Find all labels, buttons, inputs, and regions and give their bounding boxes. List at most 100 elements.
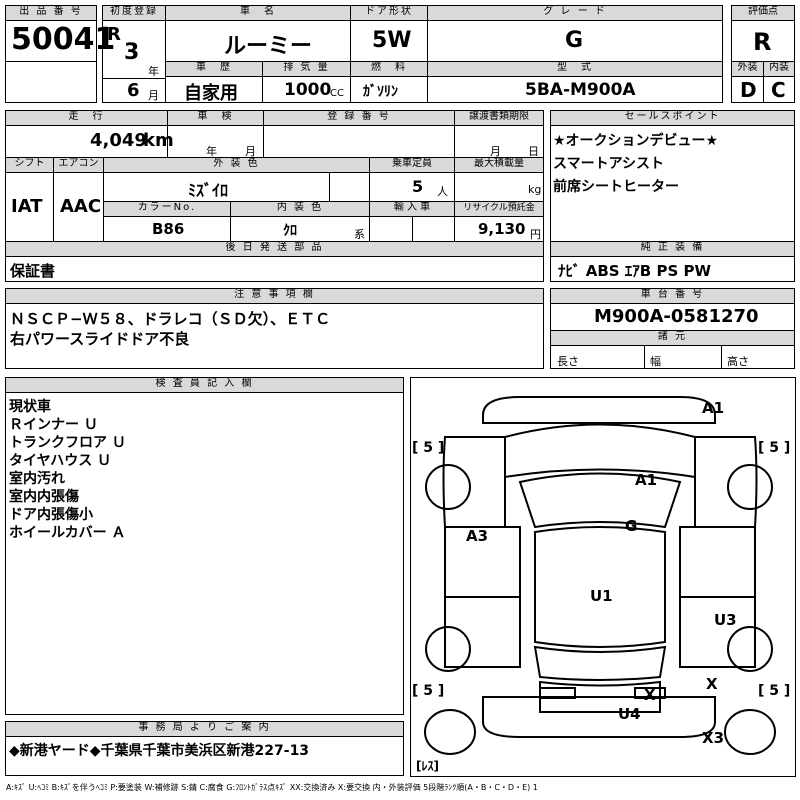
notes-line-2: 右パワースライドドア不良 [10, 330, 190, 348]
reg-year: 3 [124, 40, 140, 65]
car-name-header: 車 名 [165, 5, 351, 21]
right-front-door [679, 526, 756, 598]
inspection-month-unit: 月 [245, 145, 256, 158]
mileage-unit: km [143, 130, 174, 151]
later-parts-cell [5, 256, 544, 282]
ac-header: エアコン [53, 157, 104, 173]
mark-u4: U4 [618, 705, 641, 723]
width-label: 幅 [650, 355, 661, 368]
equipment: ﾅﾋﾞ ABS ｴｱB PS PW [558, 262, 712, 280]
int-color-header: 内 装 色 [230, 201, 370, 217]
inspector-line-5: 室内汚れ [9, 471, 65, 487]
inspector-line-2: Ｒインナー Ｕ [9, 417, 98, 433]
damage-diagram-frame [410, 377, 796, 777]
interior-cell [763, 76, 795, 103]
mark-a1-roof: A1 [635, 471, 658, 489]
displacement: 1000 [284, 80, 332, 100]
inspector-line-7: ドア内張傷小 [9, 507, 93, 523]
month-unit: 月 [148, 89, 159, 102]
ac: AAC [60, 196, 102, 217]
lot-no: 50041 [11, 22, 116, 57]
lot-no-blank [5, 61, 97, 103]
history-header: 車 歴 [165, 61, 263, 77]
import-cell-b [412, 216, 455, 242]
inspector-cell [5, 392, 404, 715]
transfer-month-unit: 月 [490, 145, 501, 158]
recycle-fee: 9,130 [478, 220, 526, 238]
displacement-header: 排 気 量 [262, 61, 351, 77]
recycle-unit: 円 [530, 228, 541, 241]
shift-header: シフト [5, 157, 54, 173]
office-text: ◆新港ヤード◆千葉県千葉市美浜区新港227-13 [9, 743, 310, 759]
later-parts: 保証書 [10, 262, 56, 280]
load-header: 最大積載量 [454, 157, 544, 173]
first-reg-header: 初度登録 [102, 5, 166, 21]
car-outline-svg [424, 396, 776, 755]
score-header: 評価点 [731, 5, 795, 21]
lot-no-header: 出 品 番 号 [5, 5, 97, 21]
notes-cell [5, 303, 544, 369]
shift: IAT [11, 196, 43, 217]
fuel-header: 燃 料 [350, 61, 428, 77]
int-color-unit: 系 [354, 228, 365, 241]
first-reg-divider [102, 78, 166, 79]
left-rear-door [444, 596, 521, 668]
import-cell [369, 216, 413, 242]
back-door [539, 680, 661, 713]
rear-lamp-left [539, 687, 576, 699]
chassis-header: 車 台 番 号 [550, 288, 795, 304]
tire-rear-left [425, 626, 471, 672]
inspector-line-8: ホイールカバー Ａ [9, 525, 126, 541]
right-rear-door [679, 596, 756, 668]
capacity-header: 乗車定員 [369, 157, 455, 173]
recycle-header: リサイクル預託金 [454, 201, 544, 217]
rear-lamp-right [634, 687, 666, 699]
inspection-year-unit: 年 [206, 145, 217, 158]
inspector-line-6: 室内内張傷 [9, 489, 79, 505]
reg-month: 6 [127, 80, 140, 101]
tire-score-front-left: [ 5 ] [412, 440, 445, 456]
capacity-unit: 人 [437, 185, 448, 198]
chassis-no: M900A-0581270 [594, 306, 759, 327]
roof [534, 526, 666, 648]
mark-x3: X3 [702, 729, 725, 747]
notes-line-1: ＮＳＣＰ−Ｗ５８、ドラレコ（ＳＤ欠）、ＥＴＣ [10, 310, 331, 328]
legend: A:ｷｽﾞ U:ﾍｺﾐ B:ｷｽﾞを伴うﾍｺﾐ P:要塗装 W:補修跡 S:錆 … [6, 783, 538, 792]
inspector-line-1: 現状車 [9, 399, 51, 415]
interior-score: C [771, 78, 786, 102]
grade: G [565, 28, 584, 53]
office-cell [5, 736, 404, 776]
transfer-day-unit: 日 [528, 145, 539, 158]
model: 5BA-M900A [525, 80, 636, 100]
color-no-header: カラーNo. [103, 201, 231, 217]
int-color-cell [230, 216, 370, 242]
front-bumper [482, 396, 716, 424]
sales-line-2: スマートアシスト [553, 156, 665, 172]
reg-no-header: 登 録 番 号 [263, 110, 455, 126]
capacity: 5 [412, 177, 424, 196]
import-header: 輸 入 車 [369, 201, 455, 217]
tire-rear-right [727, 626, 773, 672]
mark-a1-front: A1 [702, 399, 725, 417]
sales-point-header: セールスポイント [550, 110, 795, 126]
inspection-header: 車 検 [167, 110, 264, 126]
inspector-line-4: タイヤハウス Ｕ [9, 453, 112, 469]
height-label: 高さ [727, 355, 749, 368]
history: 自家用 [184, 83, 238, 104]
color-header: 外 装 色 [103, 157, 370, 173]
hood [504, 423, 696, 479]
fuel: ｶﾞｿﾘﾝ [363, 84, 398, 100]
tire-score-front-right: [ 5 ] [758, 440, 791, 456]
dims-header: 諸 元 [550, 330, 795, 346]
mark-g: G [625, 517, 638, 535]
interior-color: ｸﾛ [283, 223, 297, 239]
interior-header: 内装 [763, 61, 795, 77]
door-header: ドア形状 [350, 5, 428, 21]
rear-bumper [482, 696, 716, 738]
mark-x-rear: X [644, 686, 656, 704]
mark-a3: A3 [466, 527, 489, 545]
year-unit: 年 [148, 65, 159, 78]
color-no: B86 [152, 220, 185, 238]
sales-line-3: 前席シートヒーター [553, 179, 679, 195]
score: R [753, 28, 772, 56]
